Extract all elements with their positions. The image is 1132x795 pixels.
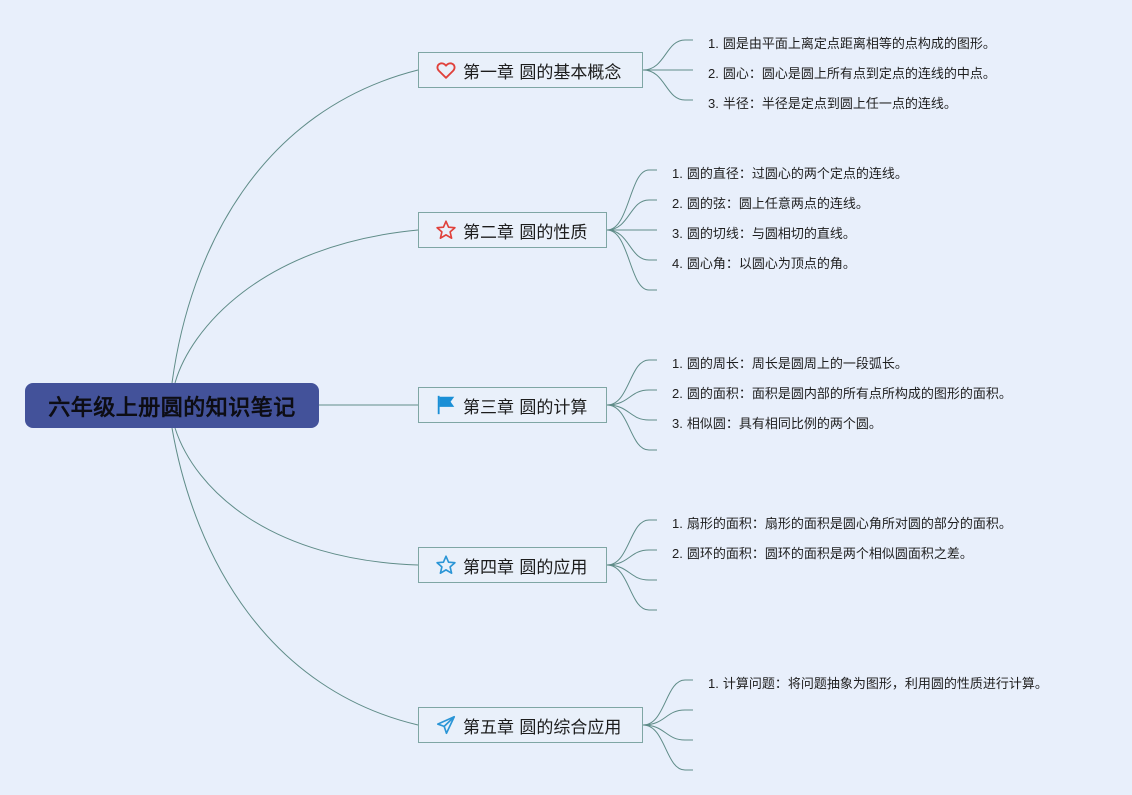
- chapter-node-1[interactable]: 第一章 圆的基本概念: [418, 52, 643, 88]
- list-item: 2.圆的面积：面积是圆内部的所有点所构成的图形的面积。: [672, 386, 1012, 401]
- chapter-node-3[interactable]: 第三章 圆的计算: [418, 387, 607, 423]
- root-branch-1: [171, 69, 419, 384]
- chapter-label-3: 第三章 圆的计算: [463, 397, 588, 418]
- list-item: 1.扇形的面积：扇形的面积是圆心角所对圆的部分的面积。: [672, 516, 1012, 531]
- list-item: 1.圆的周长：周长是圆周上的一段弧长。: [672, 356, 908, 371]
- leaf-branch-4-4: [606, 564, 650, 611]
- chapter-label-2: 第二章 圆的性质: [463, 222, 588, 243]
- heart-icon: [435, 59, 457, 81]
- leaf-branch-5-3: [642, 724, 686, 741]
- leaf-branch-4-3: [606, 564, 650, 581]
- leaf-branch-4-2: [606, 549, 650, 566]
- chapter-node-5[interactable]: 第五章 圆的综合应用: [418, 707, 643, 743]
- leaf-branch-3-4: [606, 404, 650, 451]
- list-item: 1.圆是由平面上离定点距离相等的点构成的图形。: [708, 36, 996, 51]
- leaf-branch-4-1: [606, 519, 650, 566]
- list-item: 2.圆心：圆心是圆上所有点到定点的连线的中点。: [708, 66, 996, 81]
- list-item: 4.圆心角：以圆心为顶点的角。: [672, 256, 856, 271]
- leaf-branch-5-4: [642, 724, 686, 771]
- leaf-branch-2-5: [606, 229, 650, 291]
- list-item: 1.计算问题：将问题抽象为图形，利用圆的性质进行计算。: [708, 676, 1048, 691]
- leaf-branch-3-2: [606, 389, 650, 406]
- root-title: 六年级上册圆的知识笔记: [48, 395, 296, 421]
- leaf-branch-3-3: [606, 404, 650, 421]
- list-item: 1.圆的直径：过圆心的两个定点的连线。: [672, 166, 908, 181]
- chapter-node-4[interactable]: 第四章 圆的应用: [418, 547, 607, 583]
- star-blue-icon: [435, 554, 457, 576]
- root-topic[interactable]: 六年级上册圆的知识笔记: [25, 383, 319, 428]
- leaf-branch-3-1: [606, 359, 650, 406]
- star-red-icon: [435, 219, 457, 241]
- paper-plane-icon: [435, 714, 457, 736]
- root-branch-4: [174, 427, 419, 566]
- chapter-label-4: 第四章 圆的应用: [463, 557, 588, 578]
- chapter-label-1: 第一章 圆的基本概念: [463, 62, 622, 83]
- list-item: 2.圆的弦：圆上任意两点的连线。: [672, 196, 869, 211]
- leaf-branch-2-1: [606, 169, 650, 231]
- chapter-label-5: 第五章 圆的综合应用: [463, 717, 622, 738]
- chapter-node-2[interactable]: 第二章 圆的性质: [418, 212, 607, 248]
- root-branch-5: [171, 427, 419, 726]
- list-item: 3.圆的切线：与圆相切的直线。: [672, 226, 856, 241]
- leaf-branch-2-2: [606, 199, 650, 231]
- leaf-branch-1-1: [642, 39, 686, 71]
- list-item: 3.相似圆：具有相同比例的两个圆。: [672, 416, 882, 431]
- leaf-branch-1-3: [642, 69, 686, 101]
- leaf-branch-5-2: [642, 709, 686, 726]
- root-branch-2: [174, 229, 419, 384]
- leaf-branch-2-4: [606, 229, 650, 261]
- flag-icon: [435, 394, 457, 416]
- list-item: 2.圆环的面积：圆环的面积是两个相似圆面积之差。: [672, 546, 973, 561]
- leaf-branch-5-1: [642, 679, 686, 726]
- list-item: 3.半径：半径是定点到圆上任一点的连线。: [708, 96, 957, 111]
